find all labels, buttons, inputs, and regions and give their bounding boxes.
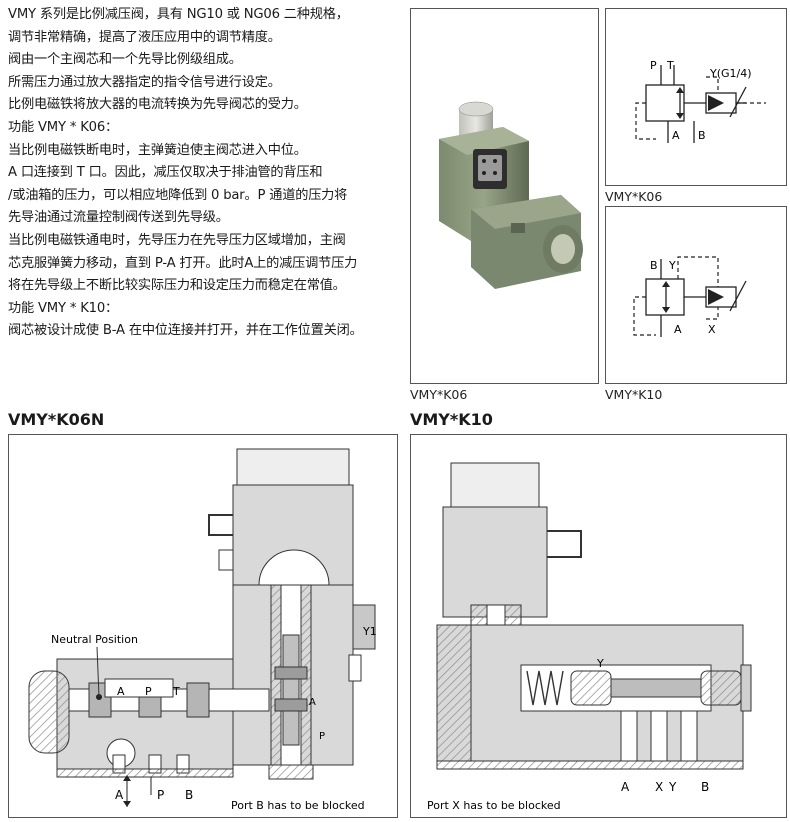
desc-line: 当比例电磁铁通电时，先导压力在先导压力区域增加，主阀 bbox=[8, 232, 346, 248]
product-photo-frame bbox=[410, 8, 599, 384]
desc-line: 将在先导级上不断比较实际压力和设定压力而稳定在常值。 bbox=[8, 278, 346, 294]
desc-line: VMY 系列是比例减压阀，具有 NG10 或 NG06 二种规格， bbox=[8, 7, 349, 22]
valve-photo bbox=[439, 101, 583, 289]
k06-label-y: Y(G1/4) bbox=[709, 67, 752, 80]
k06n-port-p-bottom: P bbox=[157, 788, 164, 802]
k10-label-a: A bbox=[674, 323, 682, 336]
cross-section-k10: Y A X Y B Port X has to be blocked bbox=[427, 462, 752, 812]
k10-label-b: B bbox=[650, 259, 658, 272]
k10-note: Port X has to be blocked bbox=[427, 799, 561, 812]
desc-line: 先导油通过流量控制阀传送到先导级。 bbox=[8, 210, 229, 226]
k06n-port-a-bottom: A bbox=[115, 788, 124, 802]
k06-label-b: B bbox=[698, 129, 706, 142]
section-k10-title: VMY*K10 bbox=[410, 410, 493, 429]
k06n-port-a: A bbox=[117, 685, 125, 698]
k06n-neutral-label: Neutral Position bbox=[51, 633, 138, 646]
desc-line: /或油箱的压力，可以相应地降低到 0 bar。P 通道的压力将 bbox=[8, 187, 348, 203]
cross-section-k10-frame: Y A X Y B Port X has to be blocked bbox=[410, 434, 787, 818]
k06n-port-y1: Y1 bbox=[362, 625, 377, 638]
k10-label-y: Y bbox=[668, 259, 676, 272]
k10-port-y-inner: Y bbox=[596, 657, 604, 670]
desc-line: 比例电磁铁将放大器的电流转换为先导阀芯的受力。 bbox=[8, 97, 307, 113]
k06n-port-b-bottom: B bbox=[185, 788, 193, 802]
k06-label-p: P bbox=[650, 59, 657, 72]
desc-line: 阀芯被设计成使 B-A 在中位连接并打开，并在工作位置关闭。 bbox=[8, 323, 363, 339]
k10-port-y: Y bbox=[668, 780, 677, 794]
k10-port-x: X bbox=[655, 780, 663, 794]
k10-port-b: B bbox=[701, 780, 709, 794]
desc-line: 当比例电磁铁断电时，主弹簧迫使主阀芯进入中位。 bbox=[8, 142, 307, 158]
k06n-port-t: T bbox=[172, 685, 180, 698]
cross-section-k06n: Neutral Position A P T Y1 P A A P B Port… bbox=[28, 448, 377, 812]
desc-line: 功能 VMY * K06： bbox=[8, 119, 119, 135]
k06n-port-p-inner: P bbox=[319, 731, 325, 742]
desc-line: 调节非常精确，提高了液压应用中的调节精度。 bbox=[8, 29, 281, 45]
symbol-k10-frame: B Y A X bbox=[605, 206, 787, 384]
k06-label-t: T bbox=[666, 59, 674, 72]
symbol-k10-caption: VMY*K10 bbox=[605, 387, 663, 402]
cross-section-k06n-frame: Neutral Position A P T Y1 P A A P B Port… bbox=[8, 434, 398, 818]
section-k06n-title: VMY*K06N bbox=[8, 410, 105, 429]
hydraulic-symbol-k06: P T Y(G1/4) A B bbox=[635, 59, 766, 143]
desc-line: 阀由一个主阀芯和一个先导比例级组成。 bbox=[8, 52, 242, 68]
k06n-note: Port B has to be blocked bbox=[231, 799, 365, 812]
desc-line: 芯克服弹簧力移动，直到 P-A 打开。此时A上的减压调节压力 bbox=[8, 255, 358, 271]
k06n-port-p: P bbox=[145, 685, 152, 698]
desc-line: 功能 VMY * K10： bbox=[8, 300, 119, 316]
hydraulic-symbol-k10: B Y A X bbox=[633, 256, 747, 337]
k06n-port-a-inner: A bbox=[309, 697, 316, 708]
k10-label-x: X bbox=[708, 323, 716, 336]
desc-line: A 口连接到 T 口。因此，减压仅取决于排油管的背压和 bbox=[8, 165, 323, 181]
description-text: VMY 系列是比例减压阀，具有 NG10 或 NG06 二种规格， 调节非常精确… bbox=[8, 4, 408, 343]
symbol-k06-frame: P T Y(G1/4) A B bbox=[605, 8, 787, 186]
desc-line: 所需压力通过放大器指定的指令信号进行设定。 bbox=[8, 74, 281, 90]
k06-label-a: A bbox=[672, 129, 680, 142]
k10-port-a: A bbox=[621, 780, 630, 794]
symbol-k06-caption: VMY*K06 bbox=[605, 189, 663, 204]
photo-caption: VMY*K06 bbox=[410, 387, 468, 402]
